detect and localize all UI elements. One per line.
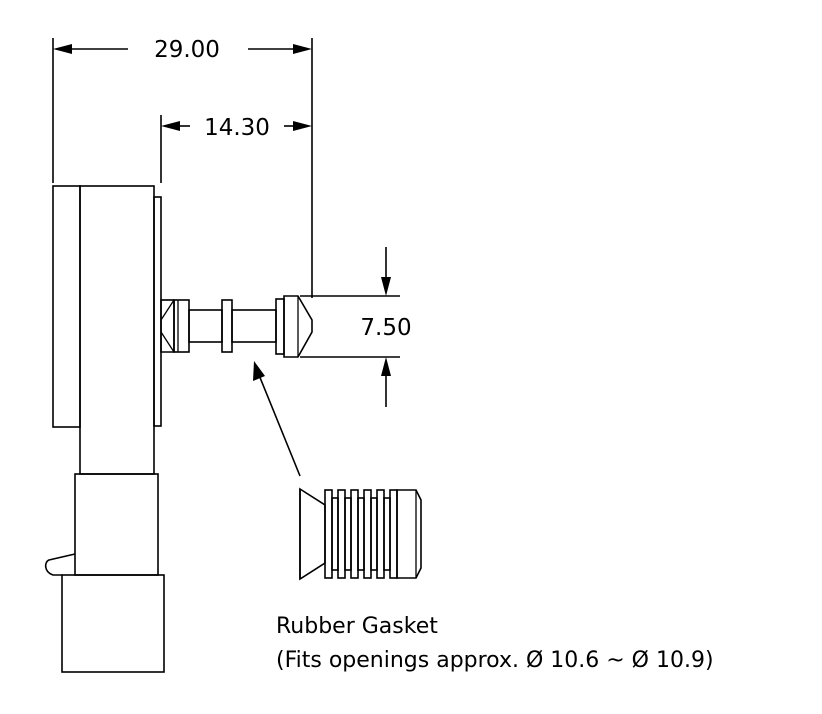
arrowhead-top: [381, 277, 391, 296]
flange-plate: [52, 185, 81, 428]
tip-diameter-label: 7.50: [360, 315, 411, 341]
leader-line: [258, 374, 301, 477]
housing-block: [79, 185, 155, 475]
stem-length-label: 14.30: [204, 115, 270, 141]
gasket-end-cap: [396, 489, 422, 579]
gasket-rib: [376, 489, 385, 579]
gasket-note: Rubber Gasket (Fits openings approx. Ø 1…: [276, 614, 714, 673]
gasket-rib: [389, 489, 398, 579]
stem-shaft-1: [188, 309, 223, 343]
gasket-flange: [299, 487, 326, 581]
gasket-rib: [363, 489, 372, 579]
gasket-note-title: Rubber Gasket: [276, 614, 438, 639]
arrowhead-right: [293, 121, 312, 131]
collar-chamfer-bottom: [160, 331, 175, 353]
gasket-leader: [253, 361, 301, 477]
connector-body: [44, 185, 165, 673]
barbed-stem: [160, 295, 313, 358]
arrowhead-left: [161, 121, 180, 131]
gasket-rib: [350, 489, 359, 579]
collar-chamfer-top: [160, 299, 175, 321]
arrowhead-left: [53, 44, 72, 54]
tip-collar: [275, 298, 285, 355]
overall-width-label: 29.00: [154, 37, 220, 63]
stem-shaft-2: [231, 309, 277, 343]
leader-arrowhead: [253, 361, 265, 381]
stem-ring-1: [173, 299, 190, 353]
cable-sleeve: [74, 473, 159, 576]
stem-base-collar: [160, 299, 175, 353]
gasket-rib: [337, 489, 346, 579]
gasket-rib: [324, 489, 333, 579]
dimension-tip-diameter: 7.50: [300, 247, 412, 407]
dimension-overall-width: 29.00: [52, 37, 313, 298]
rubber-gasket: [299, 487, 422, 581]
latch-tab: [44, 553, 76, 576]
dimension-stem-length: 14.30: [160, 115, 312, 183]
arrowhead-bottom: [381, 357, 391, 376]
arrowhead-right: [293, 44, 312, 54]
stem-ring-2: [221, 299, 233, 353]
gasket-note-detail: (Fits openings approx. Ø 10.6 ~ Ø 10.9): [276, 648, 714, 673]
cable-boot: [61, 574, 165, 673]
housing-lip: [153, 196, 162, 427]
